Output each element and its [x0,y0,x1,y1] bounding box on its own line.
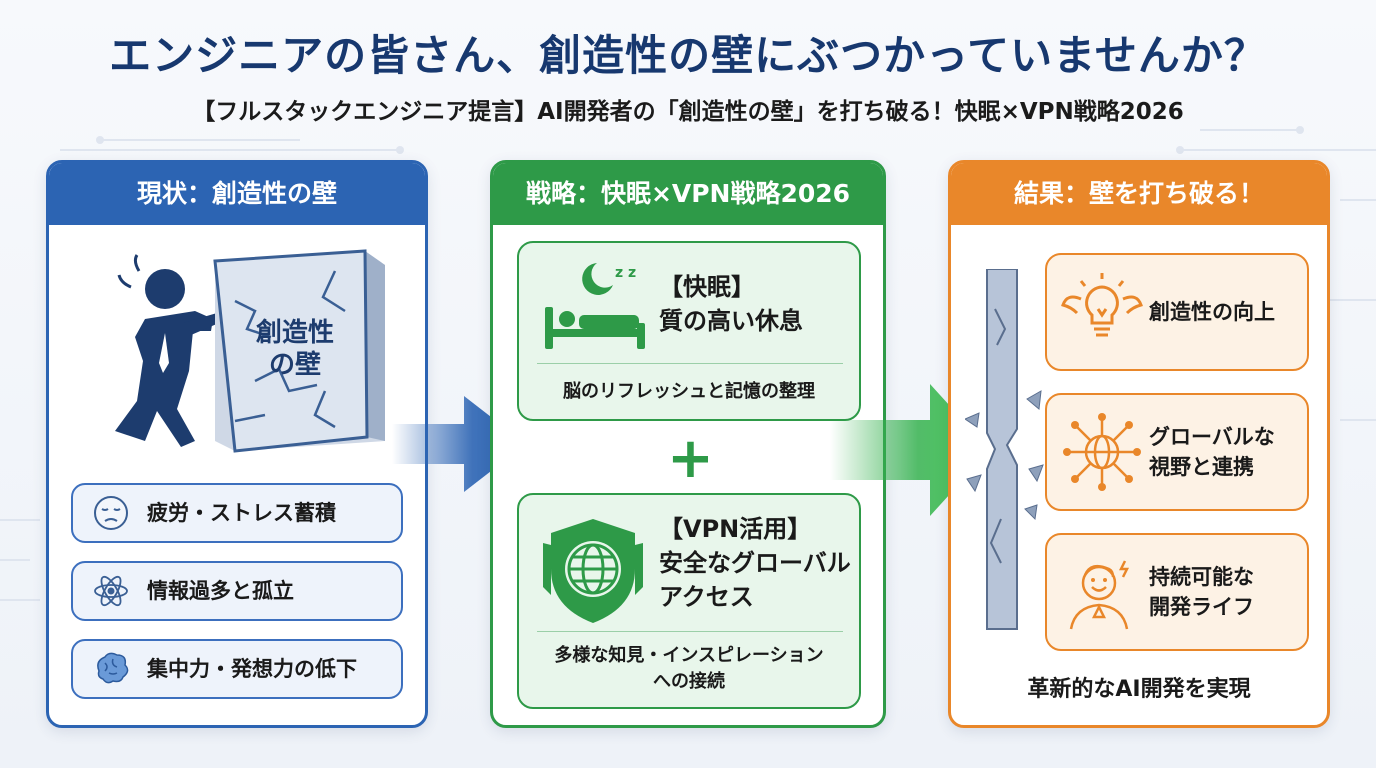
sleep-title-line1: 【快眠】 [659,273,755,301]
atom-icon [94,575,128,607]
vpn-title-line1: 【VPN活用】 [659,515,812,543]
sleep-zz-text: z z [615,265,636,281]
page-title: エンジニアの皆さん、創造性の壁にぶつかっていませんか？ [109,31,1267,80]
result-item-global: グローバルな 視野と連携 [1045,393,1309,511]
wall-label-line1: 創造性 [256,318,334,348]
strategy-header: 戦略：快眠×VPN戦略2026 [493,163,883,225]
result-header: 結果：壁を打ち破る！ [951,163,1327,225]
problem-item-focus-drop: 集中力・発想力の低下 [71,639,403,699]
vpn-strategy-card: 【VPN活用】 安全なグローバル アクセス 多様な知見・インスピレーション への… [517,493,861,709]
sleeping-bed-icon: z z [545,263,645,349]
sleep-strategy-card: z z 【快眠】 質の高い休息 脳のリフレッシュと記憶の整理 [517,241,861,421]
strategy-panel: 戦略：快眠×VPN戦略2026 z z 【快眠】 質の高い休息 脳のリフレッシュ… [490,160,886,728]
network-globe-icon [1063,413,1141,491]
problem-item-overload: 情報過多と孤立 [71,561,403,621]
result-label-global: グローバルな 視野と連携 [1149,425,1275,479]
result-item-sustainable: 持続可能な 開発ライフ [1045,533,1309,651]
result-item-creativity: 創造性の向上 [1045,253,1309,371]
creativity-wall-illustration: 創造性 の壁 [115,249,385,453]
sleep-description: 脳のリフレッシュと記憶の整理 [563,381,815,402]
sleep-divider [537,363,843,364]
vpn-description-line2: への接続 [653,671,725,692]
vpn-title-line2: 安全なグローバル [659,549,851,577]
happy-developer-icon [1069,560,1130,630]
result-label-creativity: 創造性の向上 [1149,300,1275,324]
problem-label-focus-drop: 集中力・発想力の低下 [147,657,357,681]
problem-label-fatigue: 疲労・ストレス蓄積 [147,501,336,525]
winged-lightbulb-icon [1061,273,1143,337]
sleep-title-line2: 質の高い休息 [659,307,803,335]
page-subtitle: 【フルスタックエンジニア提言】AI開発者の「創造性の壁」を打ち破る！快眠×VPN… [192,99,1184,125]
globe-shield-icon [543,519,643,623]
vpn-divider [537,631,843,632]
plus-sign: + [667,426,714,491]
broken-wall-illustration [965,269,1044,630]
result-panel: 結果：壁を打ち破る！ 創造性の向上 [948,160,1330,728]
result-footer: 革新的なAI開発を実現 [1027,677,1251,702]
tired-face-icon [94,496,128,530]
current-state-panel: 現状：創造性の壁 創造性 の壁 疲労・ストレス蓄積 [46,160,428,728]
problem-label-overload: 情報過多と孤立 [147,579,294,603]
problem-item-fatigue: 疲労・ストレス蓄積 [71,483,403,543]
vpn-description-line1: 多様な知見・インスピレーション [554,645,824,666]
wall-label-line2: の壁 [269,349,321,380]
result-label-sustainable: 持続可能な 開発ライフ [1149,565,1254,619]
vpn-title-line3: アクセス [659,583,754,611]
current-state-header: 現状：創造性の壁 [49,163,425,225]
brain-icon [97,652,129,684]
